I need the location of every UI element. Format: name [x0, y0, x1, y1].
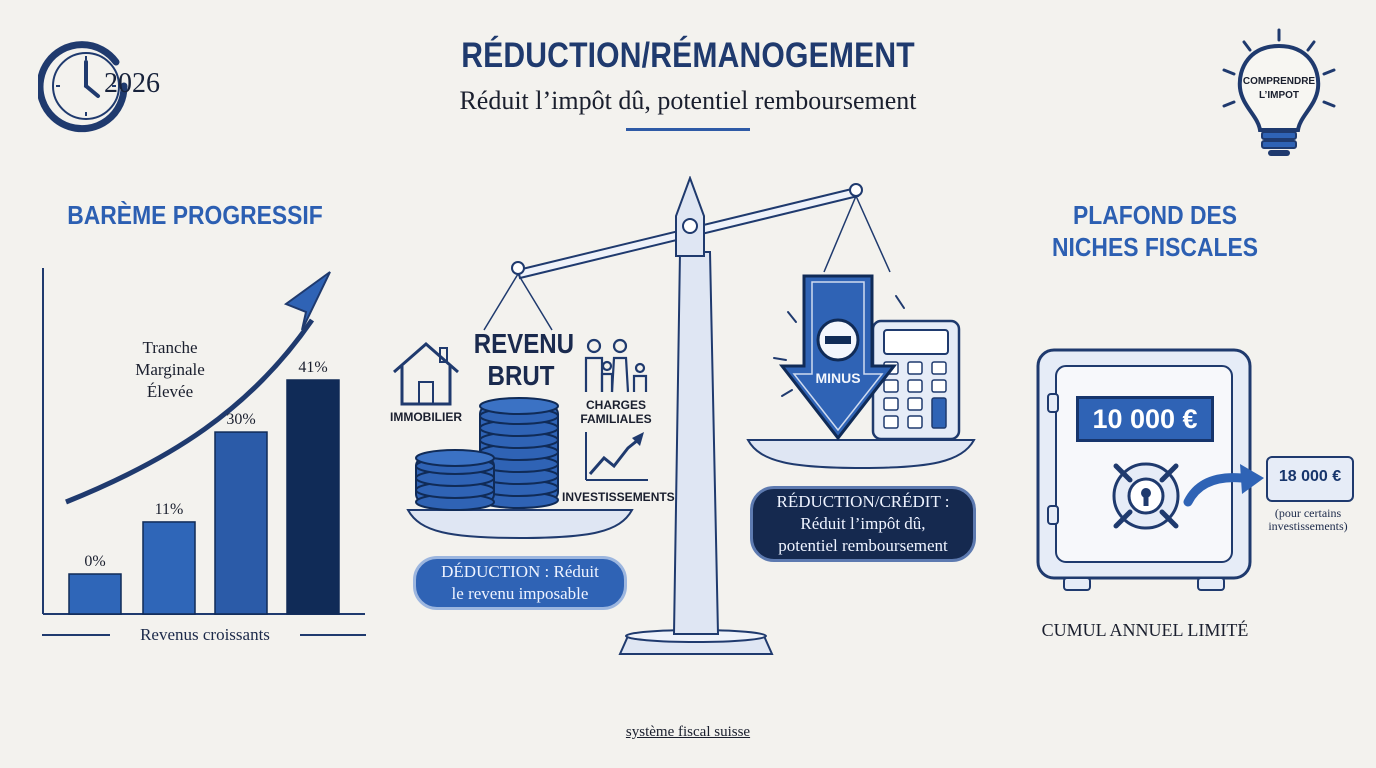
left-section-title: BARÈME PROGRESSIF — [67, 200, 323, 230]
minus-label: MINUS — [815, 370, 861, 386]
rising-arrow-shaft — [65, 318, 315, 505]
revenu-brut-line1: REVENU — [473, 328, 575, 359]
arrow-label-line1: Tranche — [142, 338, 198, 357]
max-note-line2: investissements) — [1268, 519, 1348, 533]
year-label: 2026 — [104, 68, 160, 99]
lightbulb-icon: COMPRENDRE L’IMPOT — [1222, 28, 1336, 156]
immobilier-label: IMMOBILIER — [390, 410, 462, 424]
bar-3 — [286, 379, 340, 615]
bulb-text-line1: COMPRENDRE — [1243, 76, 1316, 87]
x-axis-label: Revenus croissants — [110, 625, 300, 645]
title-underline — [626, 128, 750, 131]
progressive-tax-chart: 0% 11% 30% 41% — [42, 268, 365, 615]
clock-icon — [38, 41, 128, 133]
max-note-line1: (pour certains — [1274, 506, 1342, 520]
coin-stacks — [415, 397, 559, 511]
bar-2 — [214, 431, 268, 615]
balance-scale — [406, 176, 976, 655]
bar-1 — [142, 521, 196, 615]
minus-arrow-icon — [778, 274, 898, 441]
bar-value-label-2: 30% — [226, 411, 255, 428]
bar-value-label-1: 11% — [155, 501, 184, 518]
investissements-label: INVESTISSEMENTS — [562, 490, 675, 504]
deduction-pill: DÉDUCTION : Réduit le revenu imposable — [413, 556, 627, 610]
family-icon — [584, 338, 648, 393]
right-section-title-line1: PLAFOND DES — [1073, 200, 1237, 230]
revenu-brut-line2: BRUT — [487, 360, 555, 391]
right-pan — [746, 439, 976, 470]
bar-0 — [68, 573, 122, 615]
reduction-line2: Réduit l’impôt dû, — [800, 514, 926, 533]
reduction-line3: potentiel remboursement — [778, 536, 948, 555]
growth-chart-icon — [585, 432, 648, 481]
bulb-text-line2: L’IMPOT — [1259, 90, 1299, 101]
house-icon — [393, 342, 459, 406]
reduction-pill: RÉDUCTION/CRÉDIT : Réduit l’impôt dû, po… — [750, 486, 976, 562]
sparkle-lines — [773, 295, 905, 397]
safe-caption: CUMUL ANNUEL LIMITÉ — [1041, 620, 1249, 640]
charges-label-line1: CHARGES — [585, 398, 646, 412]
page-title: RÉDUCTION/RÉMANOGEMENT — [461, 36, 915, 75]
deduction-line2: le revenu imposable — [451, 584, 589, 603]
rising-arrow-head — [283, 271, 331, 331]
page-subtitle: Réduit l’impôt dû, potentiel rembourseme… — [459, 86, 917, 115]
left-pan — [406, 509, 634, 540]
bars: 0% 11% 30% 41% — [68, 359, 340, 615]
footer-text: système fiscal suisse — [625, 724, 751, 740]
scale-pointer — [675, 176, 705, 257]
curved-arrow-icon — [1183, 464, 1264, 507]
scale-pole — [672, 251, 720, 635]
charges-label-line2: FAMILIALES — [580, 412, 652, 426]
max-amount-box: 18 000 € — [1266, 456, 1354, 502]
bar-value-label-3: 41% — [298, 359, 327, 376]
right-section-title-line2: NICHES FISCALES — [1052, 232, 1258, 262]
arrow-label-line2: Marginale — [135, 360, 205, 379]
calculator-icon — [871, 319, 961, 441]
safe-amount-display: 10 000 € — [1076, 396, 1214, 442]
arrow-label-line3: Élevée — [146, 382, 194, 401]
deduction-line1: DÉDUCTION : Réduit — [441, 562, 599, 581]
bar-value-label-0: 0% — [84, 553, 105, 570]
reduction-line1: RÉDUCTION/CRÉDIT : — [776, 492, 950, 511]
